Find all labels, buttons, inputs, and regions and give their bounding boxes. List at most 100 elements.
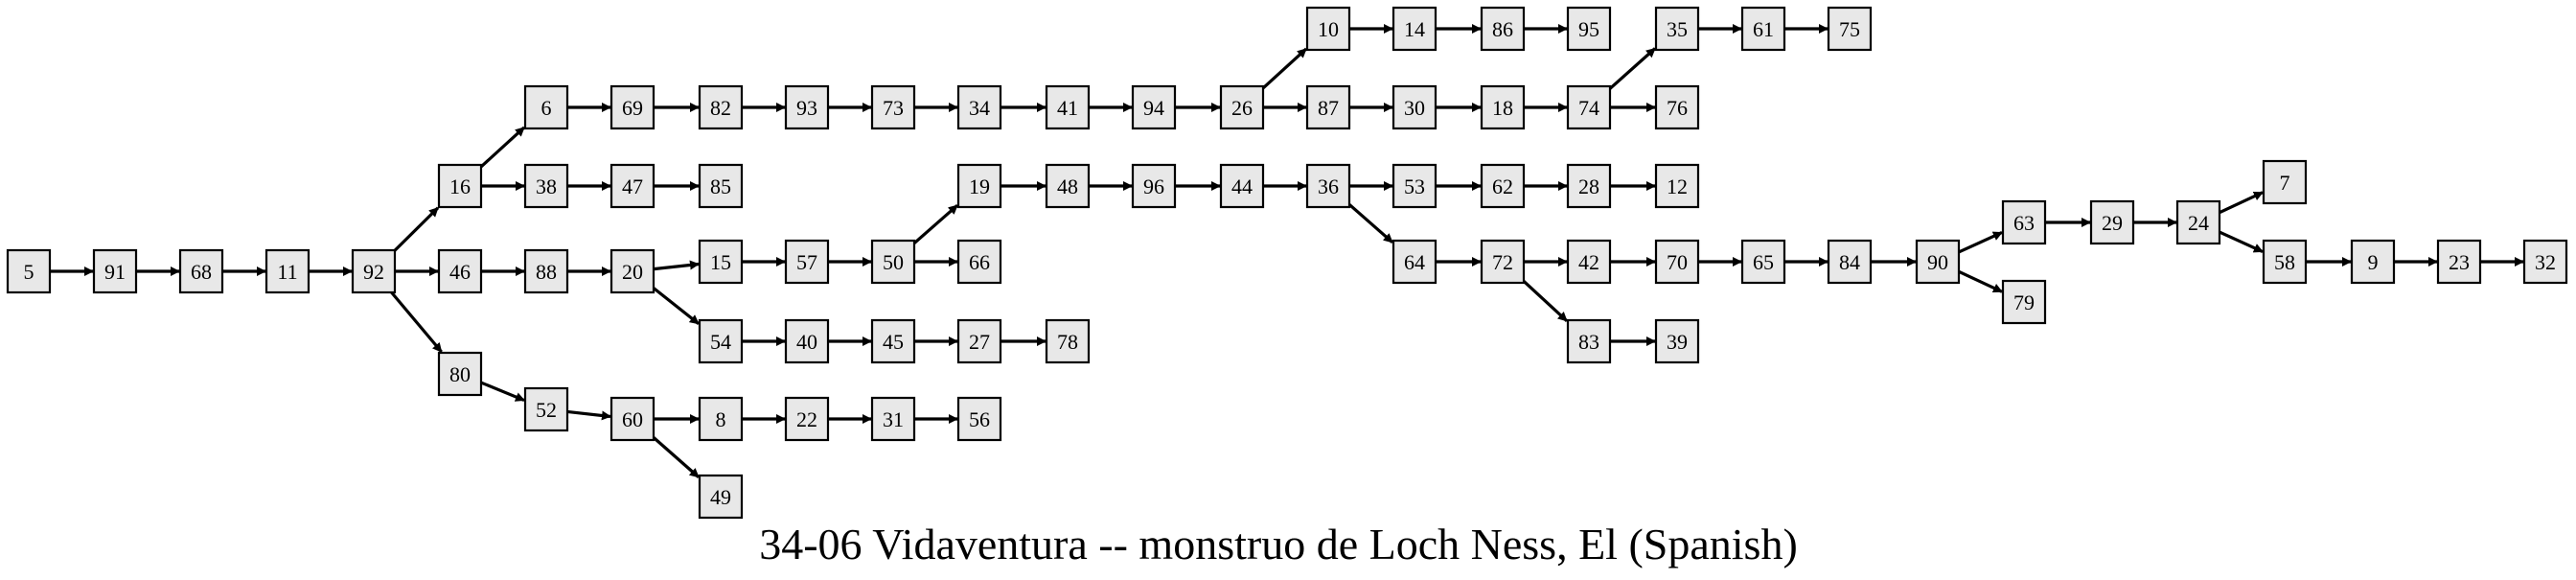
node-box	[178, 248, 224, 294]
edge-52-60	[566, 409, 611, 421]
node-54: 54	[698, 318, 744, 364]
node-24: 24	[2175, 199, 2221, 245]
node-label: 52	[536, 398, 557, 422]
edge-arrow	[653, 260, 700, 271]
node-label: 7	[2280, 171, 2290, 195]
node-label: 95	[1578, 17, 1599, 41]
node-box	[523, 163, 569, 209]
node-box	[1219, 84, 1265, 130]
node-box	[2436, 239, 2482, 285]
node-32: 32	[2522, 239, 2568, 285]
node-88: 88	[523, 248, 569, 294]
edge-36-64	[1347, 203, 1394, 244]
edge-16-6	[479, 126, 526, 169]
node-label: 8	[716, 407, 726, 431]
edge-90-79	[1958, 269, 2003, 293]
node-box	[1045, 163, 1091, 209]
node-86: 86	[1480, 6, 1526, 52]
node-label: 73	[883, 96, 904, 120]
node-box	[870, 318, 916, 364]
node-label: 69	[622, 96, 643, 120]
node-73: 73	[870, 84, 916, 130]
node-box	[1827, 6, 1873, 52]
node-box	[1219, 163, 1265, 209]
node-38: 38	[523, 163, 569, 209]
node-94: 94	[1131, 84, 1177, 130]
node-box	[1392, 84, 1438, 130]
node-box	[2350, 239, 2396, 285]
edge-arrow	[1347, 203, 1394, 244]
edge-80-52	[480, 381, 525, 403]
node-box	[610, 163, 656, 209]
node-95: 95	[1566, 6, 1612, 52]
node-78: 78	[1045, 318, 1091, 364]
node-label: 27	[969, 330, 990, 354]
node-box	[437, 163, 483, 209]
node-label: 88	[536, 260, 557, 284]
node-label: 20	[622, 260, 643, 284]
node-45: 45	[870, 318, 916, 364]
node-label: 61	[1753, 17, 1774, 41]
node-29: 29	[2089, 199, 2135, 245]
node-box	[1392, 239, 1438, 285]
node-label: 14	[1404, 17, 1425, 41]
node-30: 30	[1392, 84, 1438, 130]
node-label: 54	[710, 330, 731, 354]
node-93: 93	[784, 84, 830, 130]
node-box	[698, 84, 744, 130]
node-label: 15	[710, 250, 731, 274]
node-box	[1566, 6, 1612, 52]
edge-90-63	[1958, 231, 2003, 254]
node-label: 66	[969, 250, 990, 274]
node-label: 6	[541, 96, 552, 120]
node-82: 82	[698, 84, 744, 130]
node-62: 62	[1480, 163, 1526, 209]
node-box	[351, 248, 397, 294]
node-90: 90	[1915, 239, 1961, 285]
node-50: 50	[870, 239, 916, 285]
node-75: 75	[1827, 6, 1873, 52]
node-label: 34	[969, 96, 990, 120]
node-label: 18	[1492, 96, 1513, 120]
node-box	[2089, 199, 2135, 245]
node-58: 58	[2262, 239, 2308, 285]
node-box	[1131, 84, 1177, 130]
node-56: 56	[956, 396, 1002, 442]
node-label: 36	[1318, 174, 1339, 198]
node-9: 9	[2350, 239, 2396, 285]
edge-arrow	[653, 287, 700, 326]
edge-72-83	[1522, 280, 1569, 322]
node-70: 70	[1654, 239, 1700, 285]
node-66: 66	[956, 239, 1002, 285]
edge-arrow	[1958, 269, 2003, 293]
node-96: 96	[1131, 163, 1177, 209]
node-6: 6	[523, 84, 569, 130]
edge-arrow	[2219, 230, 2264, 253]
node-label: 45	[883, 330, 904, 354]
node-box	[784, 239, 830, 285]
node-label: 56	[969, 407, 990, 431]
node-label: 86	[1492, 17, 1513, 41]
node-label: 19	[969, 174, 990, 198]
node-label: 90	[1927, 250, 1948, 274]
node-48: 48	[1045, 163, 1091, 209]
node-label: 30	[1404, 96, 1425, 120]
node-label: 46	[449, 260, 471, 284]
node-26: 26	[1219, 84, 1265, 130]
node-72: 72	[1480, 239, 1526, 285]
node-7: 7	[2262, 159, 2308, 205]
node-15: 15	[698, 239, 744, 285]
node-label: 72	[1492, 250, 1513, 274]
node-label: 49	[710, 485, 731, 509]
node-box	[523, 248, 569, 294]
node-92: 92	[351, 248, 397, 294]
node-39: 39	[1654, 318, 1700, 364]
node-49: 49	[698, 474, 744, 520]
node-label: 74	[1578, 96, 1599, 120]
edge-arrow	[652, 436, 701, 478]
node-label: 11	[277, 260, 297, 284]
node-box	[956, 84, 1002, 130]
node-label: 94	[1143, 96, 1164, 120]
